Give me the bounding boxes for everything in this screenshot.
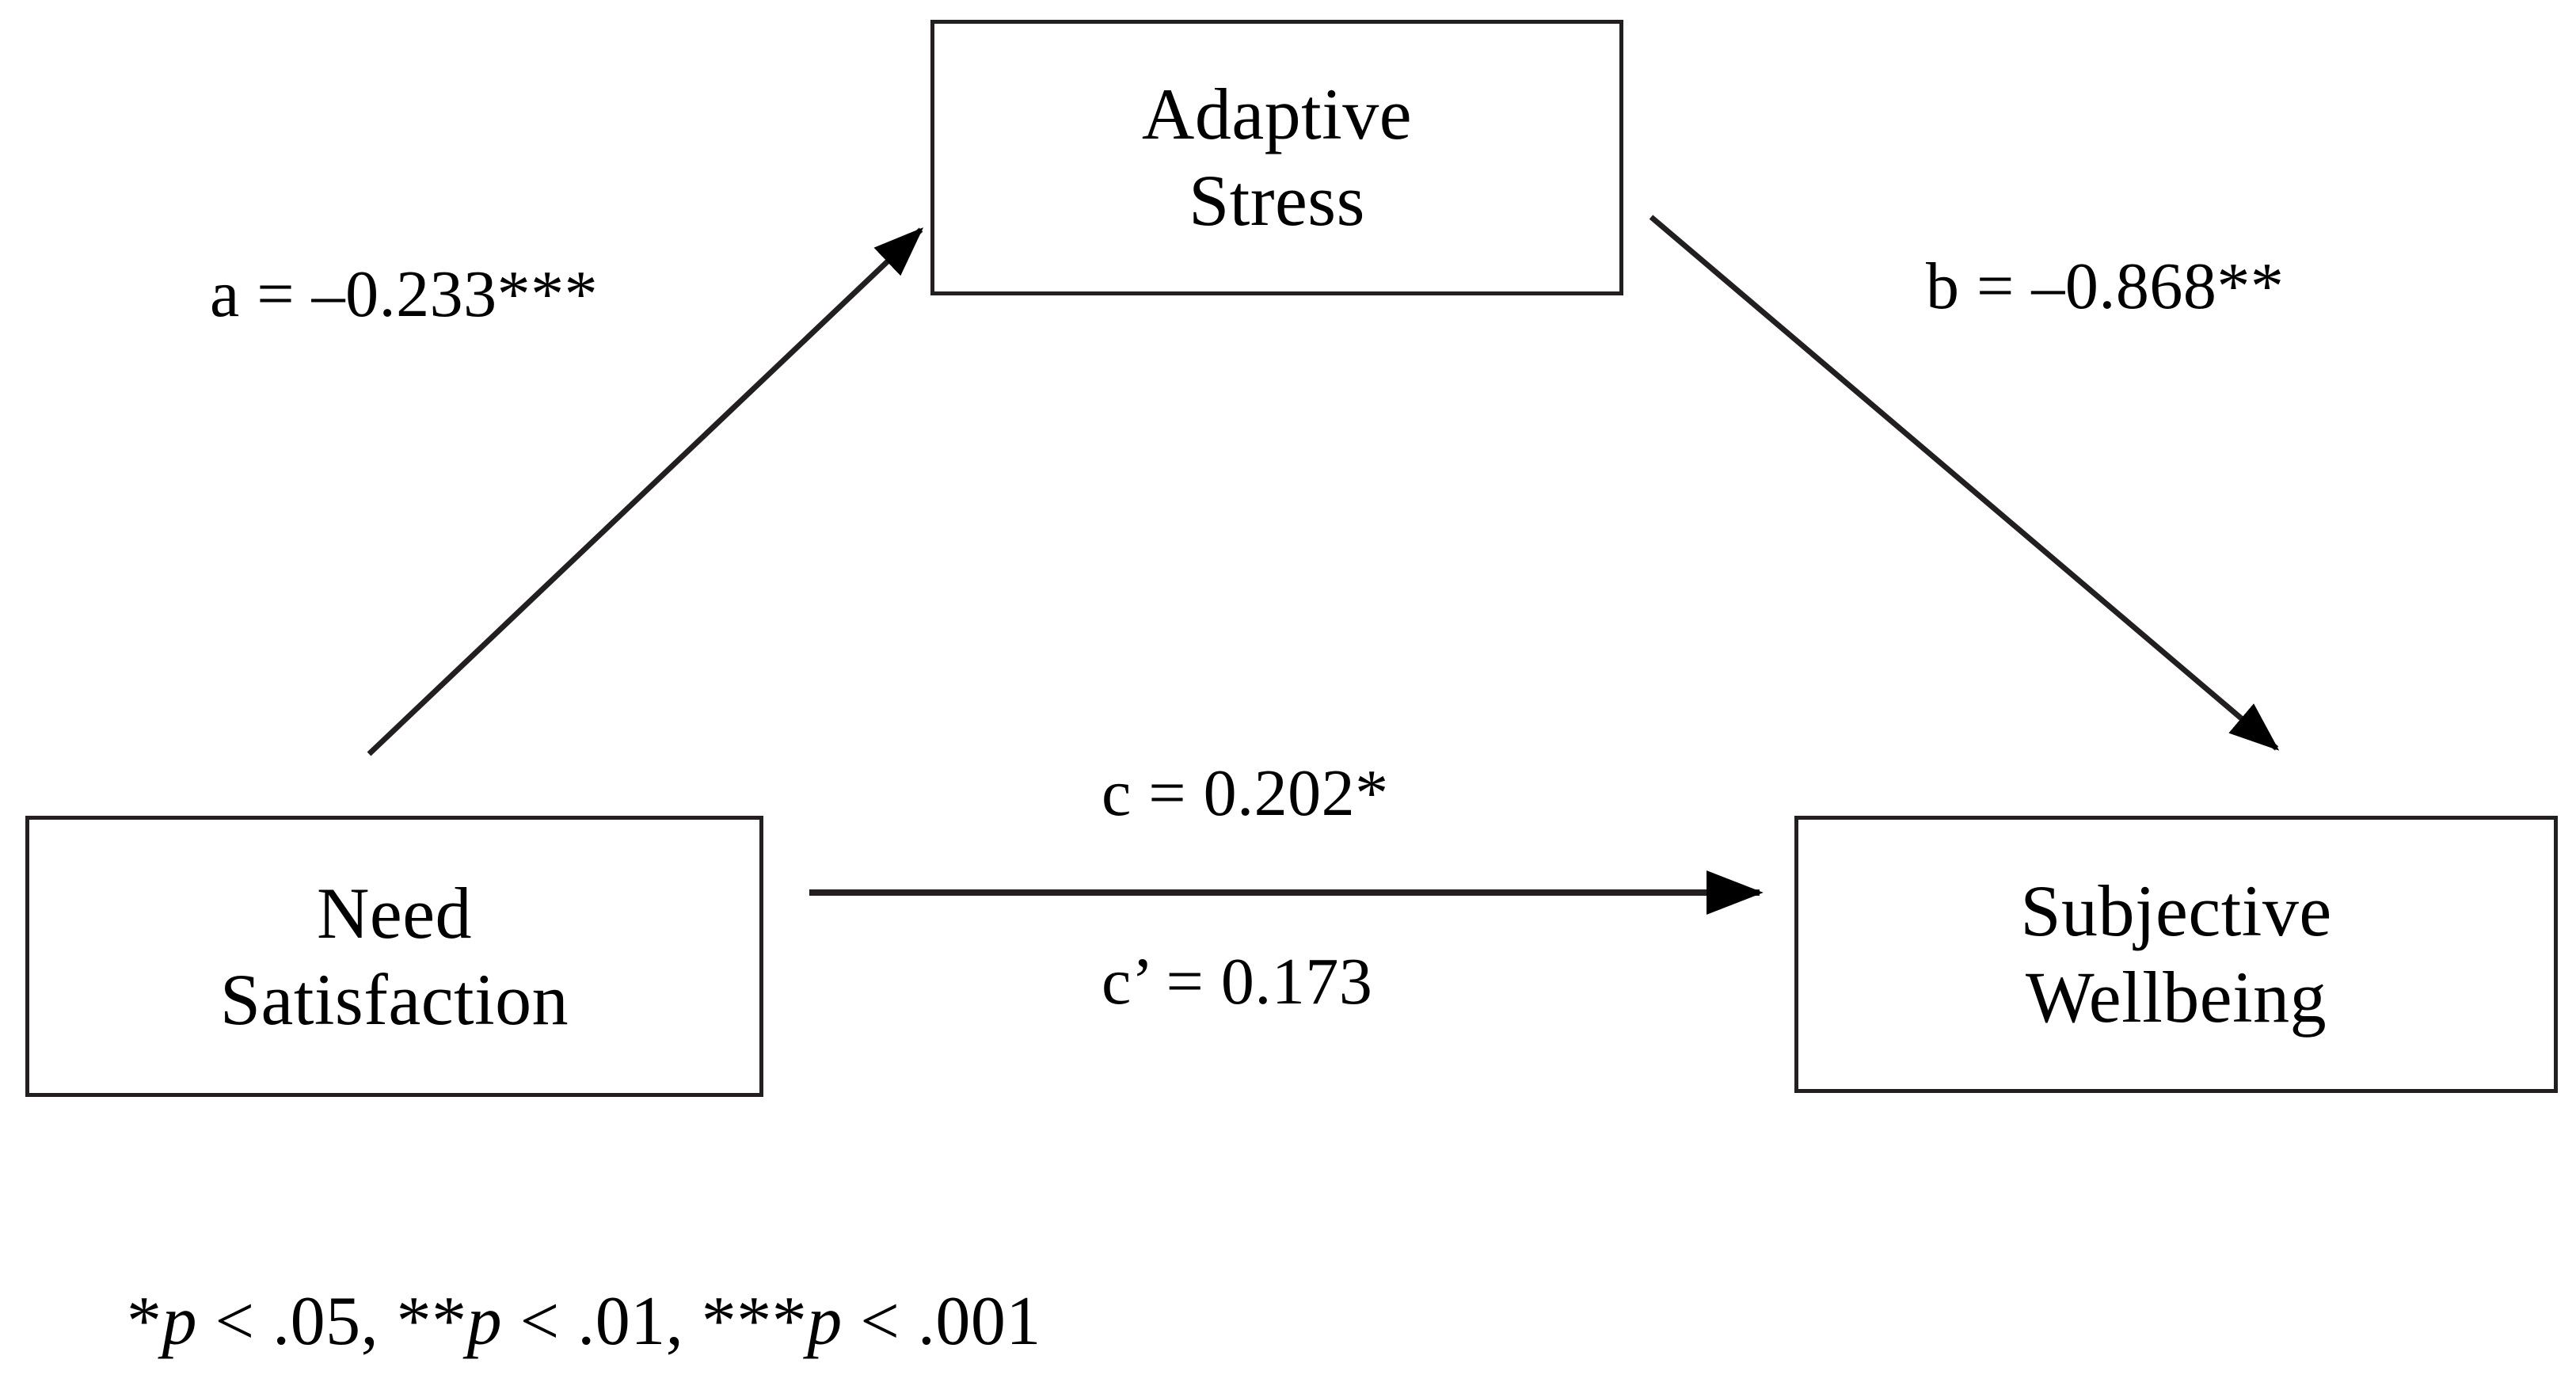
node-adaptive-stress-line2: Stress xyxy=(1189,160,1365,241)
footnote-p2: p xyxy=(466,1283,503,1360)
significance-footnote: *p < .05, **p < .01, ***p < .001 xyxy=(127,1287,1041,1357)
footnote-p1: p xyxy=(162,1283,197,1360)
footnote-text3: < .001 xyxy=(842,1283,1041,1360)
arrow-path-b xyxy=(1649,215,2280,751)
node-subjective-wellbeing: Subjective Wellbeing xyxy=(1794,816,2558,1093)
node-subjective-wellbeing-line1: Subjective xyxy=(2020,870,2332,952)
path-label-b: b = –0.868** xyxy=(1926,249,2285,323)
node-adaptive-stress-line1: Adaptive xyxy=(1141,74,1413,155)
node-need-satisfaction-line1: Need xyxy=(316,872,473,954)
path-label-a: a = –0.233*** xyxy=(210,257,599,331)
footnote-text1: < .05, ** xyxy=(197,1283,467,1360)
node-adaptive-stress: Adaptive Stress xyxy=(930,20,1623,295)
arrow-path-a xyxy=(367,227,924,756)
footnote-p3: p xyxy=(807,1283,843,1360)
footnote-text2: < .01, *** xyxy=(502,1283,808,1360)
path-label-c: c = 0.202* xyxy=(1102,756,1389,830)
node-subjective-wellbeing-line2: Wellbeing xyxy=(2025,957,2327,1038)
footnote-star1: * xyxy=(127,1283,162,1360)
node-need-satisfaction-line2: Satisfaction xyxy=(219,958,569,1040)
path-label-c-prime: c’ = 0.173 xyxy=(1102,945,1373,1019)
node-need-satisfaction: Need Satisfaction xyxy=(25,816,763,1097)
